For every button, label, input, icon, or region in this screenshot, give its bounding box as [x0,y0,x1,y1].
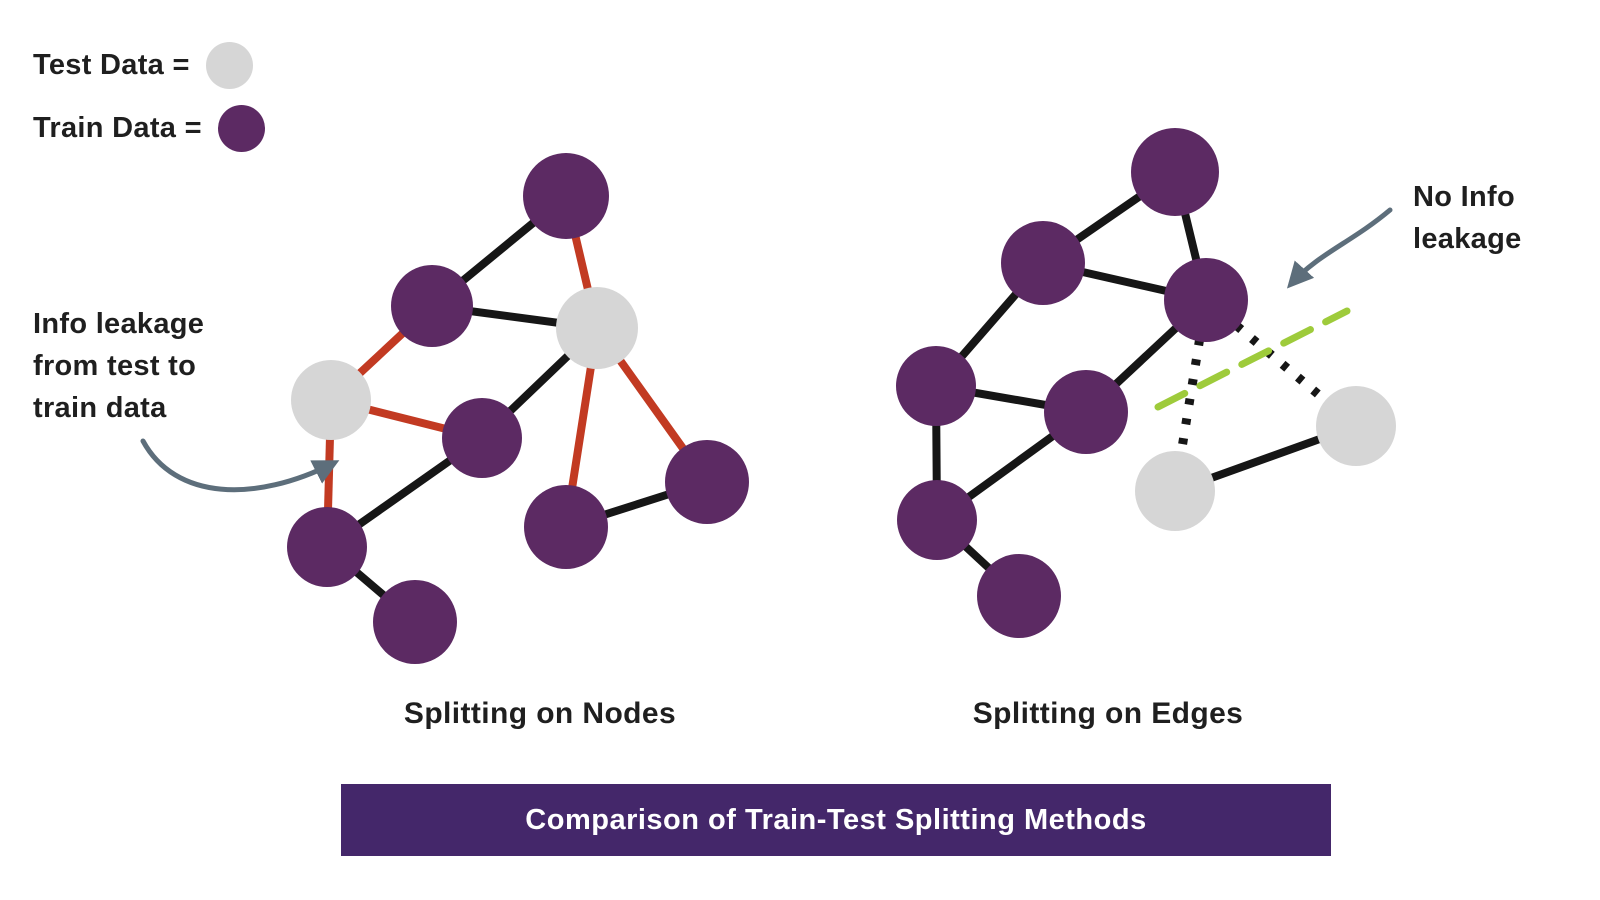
graph-node-train [524,485,608,569]
graph-node-test [1316,386,1396,466]
legend-row-train: Train Data = [33,105,265,152]
graph-node-train [897,480,977,560]
caption-splitting-on-edges: Splitting on Edges [972,697,1244,730]
title-banner: Comparison of Train-Test Splitting Metho… [341,784,1331,856]
graph-node-train [1044,370,1128,454]
graph-node-train [523,153,609,239]
graph-node-train [896,346,976,426]
info-leakage-annotation: Info leakage from test to train data [33,308,205,425]
graph-node-train [373,580,457,664]
graph-node-train [287,507,367,587]
graph-node-test [291,360,371,440]
graph-node-test [556,287,638,369]
no-info-leakage-annotation: No Info leakage [1413,181,1522,256]
graph-node-train [1131,128,1219,216]
legend-test-label: Test Data = [33,49,190,81]
graph-node-train [442,398,522,478]
caption-splitting-on-nodes: Splitting on Nodes [403,697,677,730]
train-node-swatch [217,105,265,152]
left-leakage-arrow [140,438,340,493]
graph-node-train [665,440,749,524]
graph-node-train [977,554,1061,638]
legend-train-label: Train Data = [33,112,202,144]
edge-cut-dashed-line [1154,307,1351,411]
banner-title: Comparison of Train-Test Splitting Metho… [525,803,1147,836]
graph-node-train [391,265,473,347]
graph-node-test [1135,451,1215,531]
graph-node-train [1001,221,1085,305]
legend-row-test: Test Data = [33,42,265,89]
legend: Test Data = Train Data = [33,42,265,152]
right-no-leakage-arrow [1286,207,1393,289]
graph-node-train [1164,258,1248,342]
test-node-swatch [205,42,253,89]
